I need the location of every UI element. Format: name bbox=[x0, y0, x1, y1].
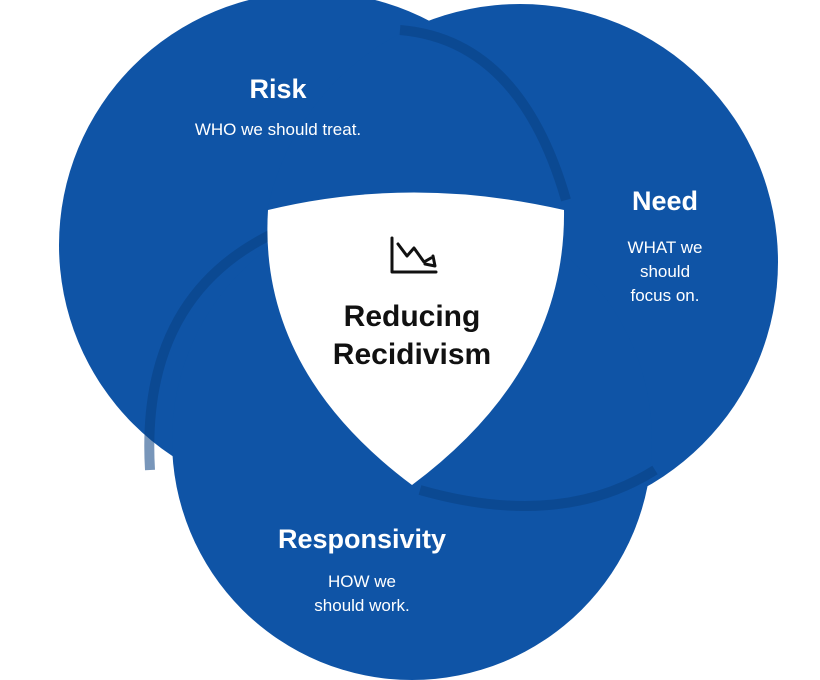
need-description-line2: should bbox=[639, 262, 691, 281]
center-title-line2: Recidivism bbox=[332, 338, 492, 371]
center-shield bbox=[267, 192, 565, 485]
trend-down-chart-icon bbox=[390, 236, 438, 274]
risk-description: WHO we should treat. bbox=[194, 120, 362, 139]
overlap-seam-left bbox=[144, 230, 273, 471]
overlap-seam-top bbox=[399, 25, 571, 202]
overlap-seam-right bbox=[418, 465, 658, 511]
center-title-line1: Reducing bbox=[343, 300, 481, 333]
need-description-line3: focus on. bbox=[630, 286, 700, 305]
need-title: Need bbox=[631, 186, 699, 216]
need-description-line1: WHAT we bbox=[627, 238, 703, 257]
responsivity-description-line2: should work. bbox=[314, 596, 410, 615]
responsivity-description-line1: HOW we bbox=[328, 572, 396, 591]
risk-title: Risk bbox=[249, 74, 307, 104]
responsivity-title: Responsivity bbox=[277, 524, 447, 554]
